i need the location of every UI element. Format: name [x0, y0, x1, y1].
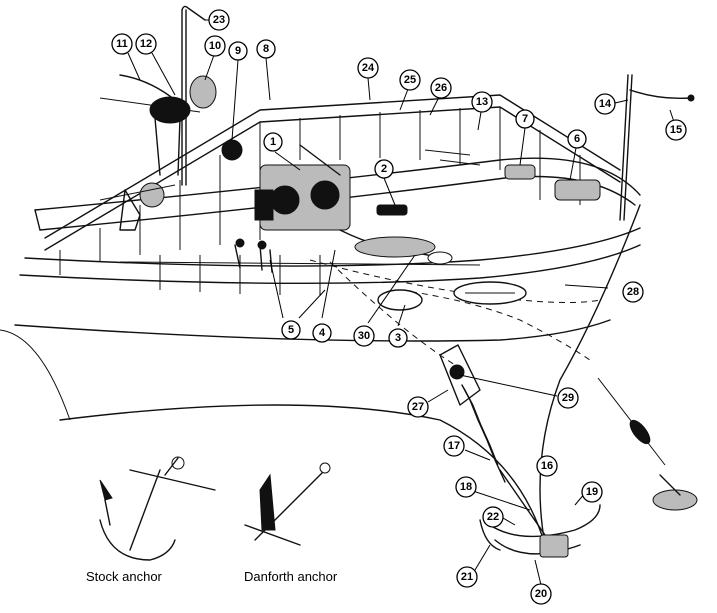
callout-11: 11 — [111, 33, 133, 55]
hawse-pipes — [377, 281, 527, 311]
callout-16: 16 — [536, 455, 558, 477]
svg-text:16: 16 — [541, 460, 553, 472]
svg-text:18: 18 — [460, 481, 472, 493]
callout-3: 3 — [388, 328, 408, 348]
ventilator-cowl — [99, 74, 217, 176]
callout-12: 12 — [135, 33, 157, 55]
svg-text:7: 7 — [522, 113, 528, 125]
callout-30: 30 — [353, 325, 375, 347]
danforth-anchor-caption: Danforth anchor — [244, 569, 338, 584]
callout-4: 4 — [312, 323, 332, 343]
svg-text:6: 6 — [574, 133, 580, 145]
svg-text:24: 24 — [362, 62, 375, 74]
svg-text:25: 25 — [404, 74, 416, 86]
svg-text:8: 8 — [263, 43, 269, 55]
svg-text:27: 27 — [412, 401, 424, 413]
danforth-anchor — [244, 462, 331, 546]
masts — [181, 5, 695, 221]
callout-10: 10 — [204, 35, 226, 57]
callout-6: 6 — [567, 129, 587, 149]
capstan — [99, 182, 176, 231]
callout-23: 23 — [208, 9, 230, 31]
stock-anchor — [99, 456, 216, 561]
callout-13: 13 — [471, 91, 493, 113]
svg-text:15: 15 — [670, 124, 682, 136]
svg-text:4: 4 — [319, 327, 326, 339]
callout-1: 1 — [263, 132, 283, 152]
callout-27: 27 — [407, 396, 429, 418]
svg-text:28: 28 — [627, 286, 639, 298]
svg-text:21: 21 — [461, 571, 473, 583]
svg-text:2: 2 — [381, 163, 387, 175]
callout-14: 14 — [594, 93, 616, 115]
callout-9: 9 — [228, 41, 248, 61]
callout-18: 18 — [455, 476, 477, 498]
callout-29: 29 — [557, 387, 579, 409]
bollards — [234, 149, 601, 273]
svg-text:9: 9 — [235, 45, 241, 57]
anchor-chain-deck — [339, 204, 453, 265]
callout-24: 24 — [357, 57, 379, 79]
small-anchor-detail — [597, 377, 698, 511]
callout-15: 15 — [665, 119, 687, 141]
svg-text:13: 13 — [476, 96, 488, 108]
svg-text:22: 22 — [487, 511, 499, 523]
svg-text:26: 26 — [435, 82, 447, 94]
svg-text:20: 20 — [535, 588, 547, 600]
callout-25: 25 — [399, 69, 421, 91]
bow-anchor — [439, 344, 601, 558]
callout-22: 22 — [482, 506, 504, 528]
svg-text:5: 5 — [288, 324, 294, 336]
svg-text:1: 1 — [270, 136, 276, 148]
svg-text:17: 17 — [448, 440, 460, 452]
svg-text:10: 10 — [209, 40, 221, 52]
svg-text:23: 23 — [213, 14, 225, 26]
callout-5a: 5 — [281, 320, 301, 340]
callout-26: 26 — [430, 77, 452, 99]
svg-text:29: 29 — [562, 392, 574, 404]
svg-text:30: 30 — [358, 330, 370, 342]
leader-lines — [127, 19, 677, 586]
windlass — [221, 139, 351, 231]
callout-20: 20 — [530, 583, 552, 605]
callout-8: 8 — [256, 39, 276, 59]
svg-text:11: 11 — [116, 38, 128, 50]
stock-anchor-caption: Stock anchor — [86, 569, 162, 584]
callout-7: 7 — [515, 109, 535, 129]
svg-text:14: 14 — [599, 98, 612, 110]
callout-17: 17 — [443, 435, 465, 457]
callout-21: 21 — [456, 566, 478, 588]
svg-text:3: 3 — [395, 332, 401, 344]
svg-text:19: 19 — [586, 486, 598, 498]
callout-28: 28 — [622, 281, 644, 303]
callout-2: 2 — [374, 159, 394, 179]
svg-text:12: 12 — [140, 38, 152, 50]
callout-19: 19 — [581, 481, 603, 503]
